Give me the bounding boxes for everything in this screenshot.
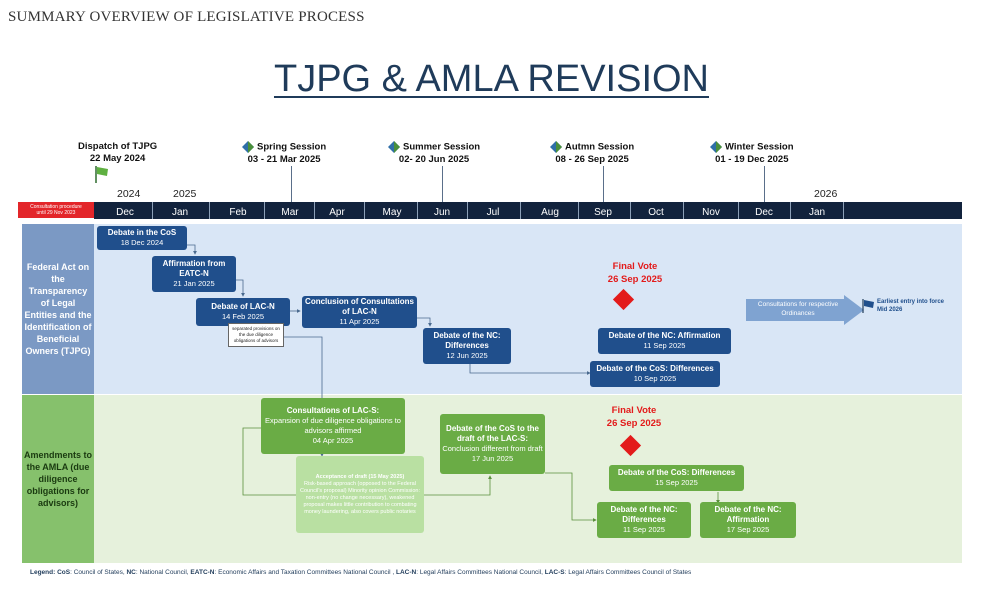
session-marker-line <box>442 166 443 202</box>
month-divider <box>790 202 791 219</box>
month-label: Mar <box>281 207 299 218</box>
month-label: Apr <box>329 207 345 218</box>
month-label: Jan <box>808 207 826 218</box>
session-marker-line <box>764 166 765 202</box>
month-divider <box>364 202 365 219</box>
month-label: Sep <box>594 207 612 218</box>
flag-icon <box>95 166 108 183</box>
month-divider <box>578 202 579 219</box>
separated-provisions-note: separated provisions on the due diligenc… <box>228 323 284 347</box>
page-title: TJPG & AMLA REVISION <box>273 58 709 100</box>
session-diamond-icon <box>550 141 562 153</box>
session-marker-line <box>603 166 604 202</box>
month-label: Jun <box>433 207 451 218</box>
month-label: Aug <box>541 207 559 218</box>
year-label: 2025 <box>173 188 197 200</box>
session-diamond-icon <box>710 141 722 153</box>
month-divider <box>520 202 521 219</box>
month-divider <box>738 202 739 219</box>
flag-icon <box>862 299 874 313</box>
month-label: Jul <box>486 207 500 218</box>
tjpg-row-label: Federal Act on the Transparency of Legal… <box>22 224 94 394</box>
month-divider <box>630 202 631 219</box>
month-label: May <box>382 207 402 218</box>
amla-cos-draft-debate-box: Debate of the CoS to the draft of the LA… <box>440 414 545 474</box>
session-marker-line <box>291 166 292 202</box>
timeline-bar <box>94 202 962 219</box>
consultation-badge: Consultation procedure until 29 Nov 2023 <box>18 202 94 218</box>
month-divider <box>467 202 468 219</box>
month-label: Dec <box>116 207 134 218</box>
year-label: 2026 <box>814 188 838 200</box>
year-label: 2024 <box>117 188 141 200</box>
month-label: Oct <box>648 207 664 218</box>
month-divider <box>683 202 684 219</box>
amla-row-label: Amendments to the AMLA (due diligence ob… <box>22 395 94 563</box>
month-divider <box>264 202 265 219</box>
amla-lacs-consultation-box: Consultations of LAC-S:Expansion of due … <box>261 398 405 454</box>
month-label: Feb <box>229 207 247 218</box>
session-diamond-icon <box>242 141 254 153</box>
month-divider <box>843 202 844 219</box>
consultations-ordinances-text: Consultations for respective Ordinances <box>757 301 839 317</box>
amla-draft-acceptance-box: Acceptance of draft (15 May 2025)Risk-ba… <box>296 456 424 533</box>
session-diamond-icon <box>388 141 400 153</box>
month-label: Nov <box>702 207 720 218</box>
month-label: Jan <box>171 207 189 218</box>
month-divider <box>417 202 418 219</box>
dispatch-label: Dispatch of TJPG 22 May 2024 <box>78 141 158 164</box>
legend: Legend: CoS: Council of States, NC: Nati… <box>30 569 692 576</box>
page-header: SUMMARY OVERVIEW OF LEGISLATIVE PROCESS <box>8 9 365 25</box>
month-divider <box>152 202 153 219</box>
month-divider <box>314 202 315 219</box>
month-label: Dec <box>755 207 773 218</box>
consultations-arrow <box>746 295 864 325</box>
month-divider <box>209 202 210 219</box>
